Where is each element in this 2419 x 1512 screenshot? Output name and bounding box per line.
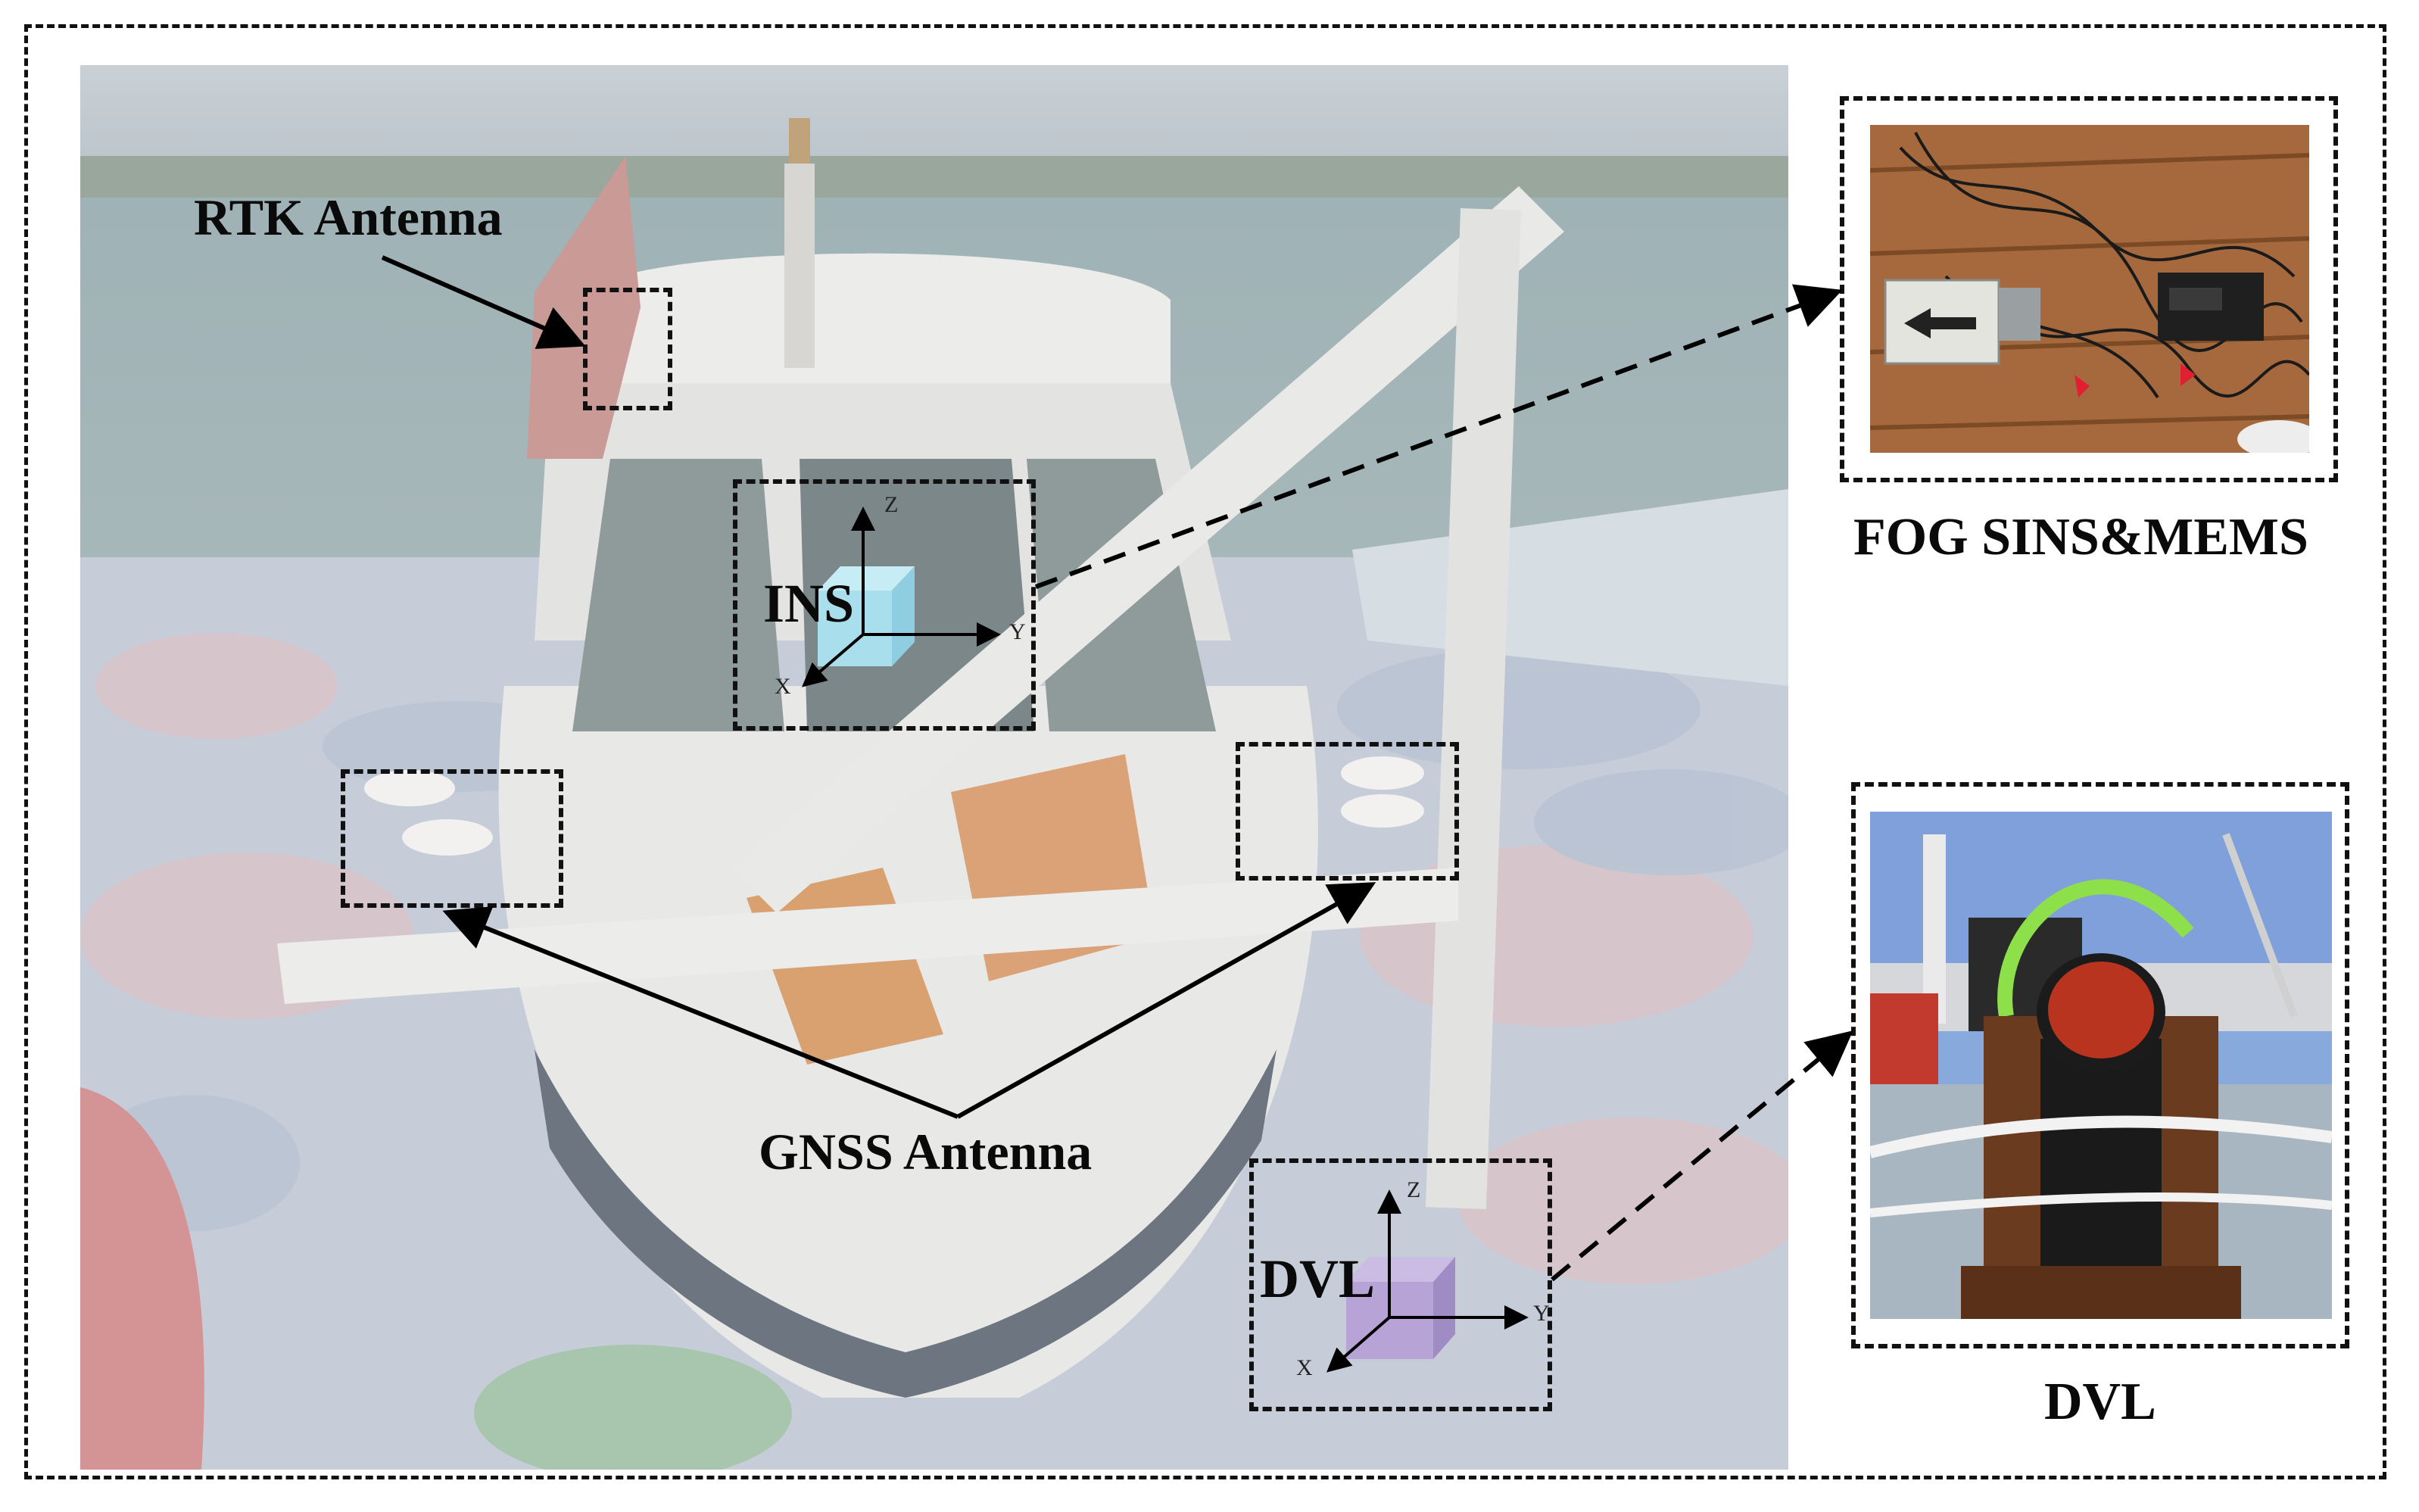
dvl-sensor-photo (1870, 812, 2332, 1319)
dvl-leader-line (1551, 1030, 1853, 1282)
ins-axes (801, 507, 1001, 687)
dvl-box (1249, 1158, 1552, 1411)
dvl-cube (1346, 1257, 1455, 1359)
dvl-axis-y: Y (1533, 1301, 1550, 1326)
rtk-box (583, 288, 672, 410)
fog-leader-line (1034, 284, 1843, 589)
gnss-arrow-left (442, 906, 959, 1119)
dvl-axis-x: X (1296, 1355, 1313, 1380)
gnss-right-box (1236, 742, 1459, 881)
rtk-arrow (381, 255, 586, 349)
gnss-arrow-right (956, 882, 1376, 1119)
dvl-caption: DVL (2044, 1373, 2156, 1431)
ins-label: INS (763, 573, 855, 634)
dvl-axes (1326, 1189, 1529, 1373)
rtk-antenna-label: RTK Antenna (194, 189, 503, 246)
ins-cube (818, 566, 915, 666)
figure-frame (24, 24, 2386, 1479)
dvl-axis-z: Z (1407, 1177, 1421, 1202)
ins-axis-x: X (775, 674, 791, 699)
gnss-left-box (341, 769, 563, 908)
gnss-antenna-label: GNSS Antenna (759, 1123, 1093, 1180)
boat-photo (80, 65, 1788, 1470)
ins-axis-y: Y (1009, 619, 1026, 644)
ins-box (733, 479, 1036, 731)
fog-sins-mems-photo (1870, 125, 2309, 453)
fog-sins-mems-caption: FOG SINS&MEMS (1853, 508, 2308, 566)
ins-axis-z: Z (884, 492, 899, 517)
dvl-inset-frame (1851, 782, 2349, 1348)
dvl-boat-label: DVL (1260, 1249, 1376, 1309)
